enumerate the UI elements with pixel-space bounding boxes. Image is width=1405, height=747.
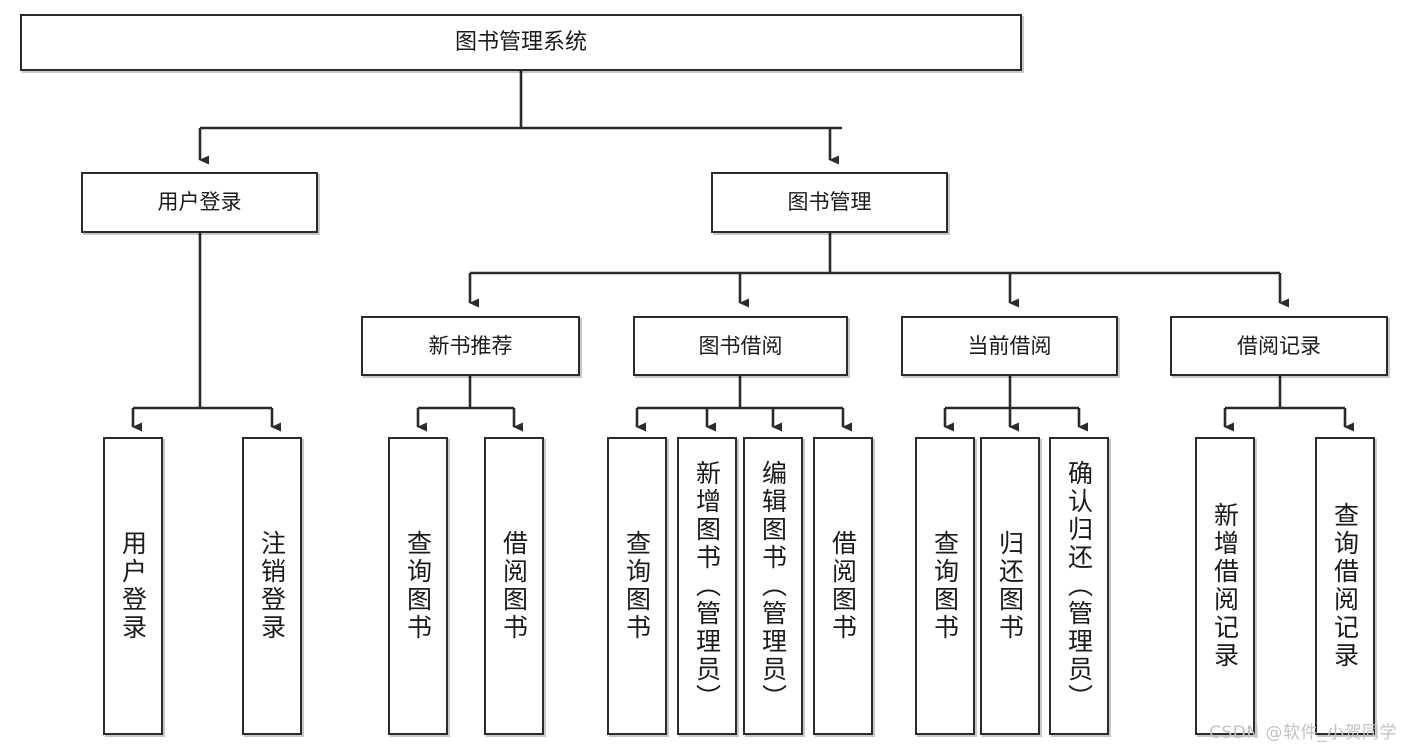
node-leaf-user-login[interactable]: 用户登录 [103,437,163,735]
node-book-manage-label: 图书管理 [787,190,872,215]
node-leaf-borrow-book-2[interactable]: 借阅图书 [813,437,873,735]
node-leaf-add-record[interactable]: 新增借阅记录 [1195,437,1255,735]
node-leaf-confirm-return[interactable]: 确认归还（管理员） [1049,437,1109,735]
node-new-book-recommend-label: 新书推荐 [428,333,513,358]
node-leaf-add-record-label: 新增借阅记录 [1210,502,1240,670]
node-leaf-confirm-return-label: 确认归还（管理员） [1064,460,1094,712]
node-borrow-record-label: 借阅记录 [1237,333,1321,358]
node-leaf-query-record[interactable]: 查询借阅记录 [1315,437,1375,735]
node-current-borrow[interactable]: 当前借阅 [901,316,1118,376]
node-leaf-return-book-label: 归还图书 [995,530,1025,642]
node-leaf-edit-book[interactable]: 编辑图书（管理员） [743,437,803,735]
node-borrow-record[interactable]: 借阅记录 [1170,316,1388,376]
node-root[interactable]: 图书管理系统 [20,14,1022,71]
node-leaf-logout[interactable]: 注销登录 [242,437,302,735]
node-leaf-add-book-label: 新增图书（管理员） [692,460,722,712]
node-leaf-user-login-label: 用户登录 [118,530,148,642]
node-user-login[interactable]: 用户登录 [81,172,318,233]
node-leaf-query-book-3[interactable]: 查询图书 [915,437,975,735]
node-leaf-borrow-book-1[interactable]: 借阅图书 [484,437,544,735]
node-leaf-logout-label: 注销登录 [257,530,287,642]
node-leaf-borrow-book-2-label: 借阅图书 [828,530,858,642]
node-leaf-query-book-2-label: 查询图书 [622,530,652,642]
node-book-borrow[interactable]: 图书借阅 [633,316,848,376]
node-current-borrow-label: 当前借阅 [967,333,1052,358]
node-new-book-recommend[interactable]: 新书推荐 [361,316,580,376]
watermark-text: CSDN @软件_小贺同学 [1209,723,1397,743]
node-book-borrow-label: 图书借阅 [698,333,783,358]
node-root-label: 图书管理系统 [454,29,587,55]
node-leaf-return-book[interactable]: 归还图书 [980,437,1040,735]
node-leaf-query-record-label: 查询借阅记录 [1330,502,1360,670]
node-leaf-edit-book-label: 编辑图书（管理员） [758,460,788,712]
node-leaf-query-book-2[interactable]: 查询图书 [607,437,667,735]
node-leaf-query-book-1-label: 查询图书 [403,530,433,642]
node-user-login-label: 用户登录 [157,190,242,215]
node-leaf-borrow-book-1-label: 借阅图书 [499,530,529,642]
node-book-manage[interactable]: 图书管理 [711,172,948,233]
node-leaf-query-book-1[interactable]: 查询图书 [388,437,448,735]
node-leaf-add-book[interactable]: 新增图书（管理员） [677,437,737,735]
node-leaf-query-book-3-label: 查询图书 [930,530,960,642]
